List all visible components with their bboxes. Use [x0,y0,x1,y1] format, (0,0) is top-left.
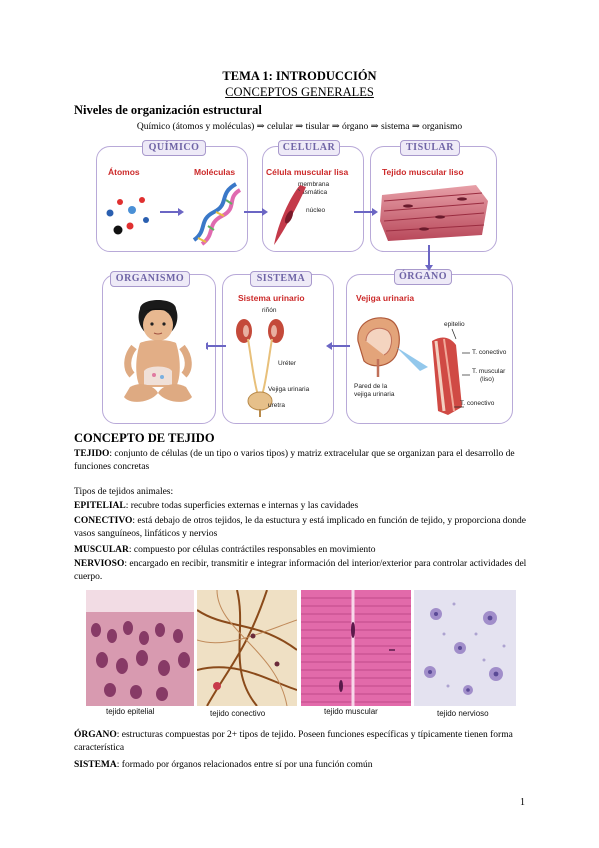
organization-diagram: QUÍMICO CELULAR TISULAR ORGANISMO SISTEM… [90,135,520,425]
arrow-celular-to-tisular [354,208,378,216]
caption-epitelial: tejido epitelial [106,707,155,716]
tipo-term: MUSCULAR [74,545,129,555]
dna-molecule-illustration [192,182,242,246]
tipo-term: CONECTIVO [74,516,133,526]
smooth-muscle-tissue-illustration [380,185,488,241]
liso-label: (liso) [480,376,495,383]
organo-term: ÓRGANO [74,730,117,740]
rinon-label: riñón [262,307,277,314]
atomos-label: Átomos [108,167,140,177]
micrograph-nervioso [414,590,516,706]
moleculas-label: Moléculas [194,167,236,177]
tejido-definition: TEJIDO: conjunto de células (de un tipo … [74,448,534,474]
section-heading-niveles: Niveles de organización estructural [74,103,262,117]
vejiga-urinaria-label: Vejiga urinaria [356,293,415,303]
atoms-illustration [106,197,149,235]
arrow-organo-to-sistema [326,342,350,350]
tisular-tag: TISULAR [400,140,460,156]
tipo-term: EPITELIAL [74,501,126,511]
celular-tag: CELULAR [278,140,340,156]
organo-definition: ÓRGANO: estructuras compuestas por 2+ ti… [74,729,534,755]
micrograph-epitelial [86,590,194,706]
page-number: 1 [520,797,525,808]
caption-nervioso: tejido nervioso [437,709,489,718]
tipo-text: : encargado en recibir, transmitir e int… [74,559,527,582]
arrow-quimico-to-celular [244,208,268,216]
micrograph-muscular [301,590,411,706]
organismo-tag: ORGANISMO [110,271,190,287]
pared-label-2: vejiga urinaria [354,391,395,398]
sistema-definition: SISTEMA: formado por órganos relacionado… [74,759,534,772]
vejiga-urinaria-sistema-label: Vejiga urinaria [268,386,310,393]
caption-conectivo: tejido conectivo [210,709,266,718]
urinary-system-illustration [236,319,284,417]
celula-muscular-lisa-label: Célula muscular lisa [266,167,349,177]
tipo-text: : recubre todas superficies externas e i… [125,501,359,511]
caption-muscular: tejido muscular [324,707,378,716]
page-subtitle: CONCEPTOS GENERALES [225,85,374,99]
plasmatica-label: plasmática [296,189,328,196]
page-title: TEMA 1: INTRODUCCIÓN [222,69,377,83]
organo-tag: ÓRGANO [394,269,452,285]
baby-photo [110,295,206,415]
micrograph-conectivo [197,590,297,706]
t-muscular-label: T. muscular [472,368,506,375]
sistema-tag: SISTEMA [250,271,312,287]
tipo-muscular: MUSCULAR: compuesto por células contráct… [74,544,534,557]
tipo-conectivo: CONECTIVO: está debajo de otros tejidos,… [74,515,534,541]
tipo-nervioso: NERVIOSO: encargado en recibir, transmit… [74,558,534,584]
epitelio-label: epitelio [444,321,465,328]
ureter-label: Uréter [278,360,297,367]
t-conectivo-label-1: T. conectivo [472,349,507,356]
tejido-term: TEJIDO [74,449,110,459]
sistema-term: SISTEMA [74,760,117,770]
organization-chain: Químico (átomos y moléculas) ⇒ celular ⇒… [136,122,463,132]
pared-label-1: Pared de la [354,383,388,390]
membrana-label: membrana [298,181,330,188]
tipos-intro: Tipos de tejidos animales: [74,487,174,497]
sistema-box [222,274,334,424]
tejido-def-text: : conjunto de células (de un tipo o vari… [74,449,515,472]
tipo-term: NERVIOSO [74,559,125,569]
tipo-text: : compuesto por células contráctiles res… [128,545,376,555]
smooth-muscle-cell-illustration [274,185,306,245]
arrow-atoms-to-molecules [160,208,184,216]
section-heading-tejido: CONCEPTO DE TEJIDO [74,431,215,445]
sistema-text: : formado por órganos relacionados entre… [116,760,373,770]
tipo-epitelial: EPITELIAL: recubre todas superficies ext… [74,500,534,513]
bladder-illustration [357,317,470,415]
quimico-tag: QUÍMICO [142,140,206,156]
uretra-label: uretra [268,402,285,409]
tipo-text: : está debajo de otros tejidos, le da es… [74,516,527,539]
nucleo-label: núcleo [306,207,326,214]
organo-text: : estructuras compuestas por 2+ tipos de… [74,730,513,753]
sistema-urinario-label: Sistema urinario [238,293,305,303]
arrow-tisular-to-organo [425,245,433,271]
tejido-muscular-liso-label: Tejido muscular liso [382,167,464,177]
t-conectivo-label-2: T. conectivo [460,400,495,407]
